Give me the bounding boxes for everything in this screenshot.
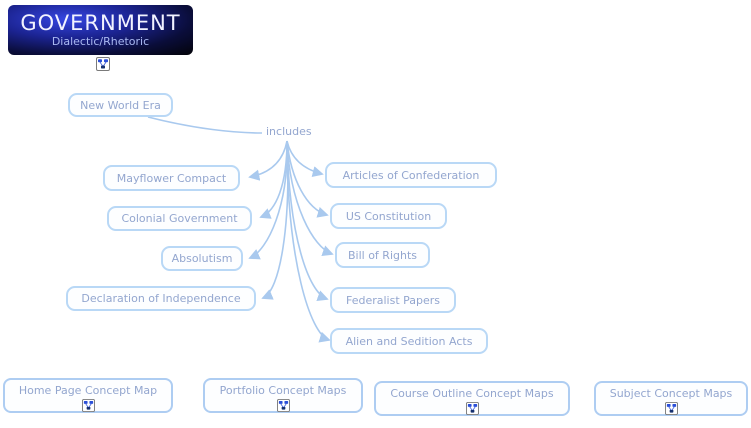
footer-node-home-page-concept-map[interactable]: Home Page Concept Map — [3, 378, 173, 413]
concept-node-articles-of-confederation[interactable]: Articles of Confederation — [325, 162, 497, 188]
cmap-node-icon[interactable] — [466, 402, 479, 415]
link-label-includes[interactable]: includes — [264, 125, 314, 138]
footer-node-label: Course Outline Concept Maps — [390, 387, 554, 400]
footer-node-label: Subject Concept Maps — [609, 387, 733, 400]
footer-node-portfolio-concept-maps[interactable]: Portfolio Concept Maps — [203, 378, 363, 413]
cmap-node-icon[interactable] — [82, 399, 95, 412]
cmap-node-icon[interactable] — [665, 402, 678, 415]
concept-node-us-constitution[interactable]: US Constitution — [330, 203, 447, 229]
footer-node-label: Portfolio Concept Maps — [219, 384, 347, 397]
footer-node-course-outline-concept-maps[interactable]: Course Outline Concept Maps — [374, 381, 570, 416]
concept-node-mayflower-compact[interactable]: Mayflower Compact — [103, 165, 240, 191]
cmap-node-icon[interactable] — [277, 399, 290, 412]
concept-node-declaration-of-independence[interactable]: Declaration of Independence — [66, 286, 256, 311]
government-title: GOVERNMENT — [20, 11, 181, 35]
concept-node-bill-of-rights[interactable]: Bill of Rights — [335, 242, 430, 268]
government-cmap-icon[interactable] — [96, 57, 110, 71]
government-title-node[interactable]: GOVERNMENT Dialectic/Rhetoric — [8, 5, 193, 55]
concept-node-colonial-government[interactable]: Colonial Government — [107, 206, 252, 231]
footer-node-subject-concept-maps[interactable]: Subject Concept Maps — [594, 381, 748, 416]
footer-node-label: Home Page Concept Map — [18, 384, 158, 397]
government-subtitle: Dialectic/Rhetoric — [51, 35, 150, 48]
concept-node-federalist-papers[interactable]: Federalist Papers — [330, 287, 456, 313]
concept-node-absolutism[interactable]: Absolutism — [161, 246, 243, 271]
concept-node-alien-and-sedition-acts[interactable]: Alien and Sedition Acts — [330, 328, 488, 354]
concept-node-new-world-era[interactable]: New World Era — [68, 93, 173, 117]
